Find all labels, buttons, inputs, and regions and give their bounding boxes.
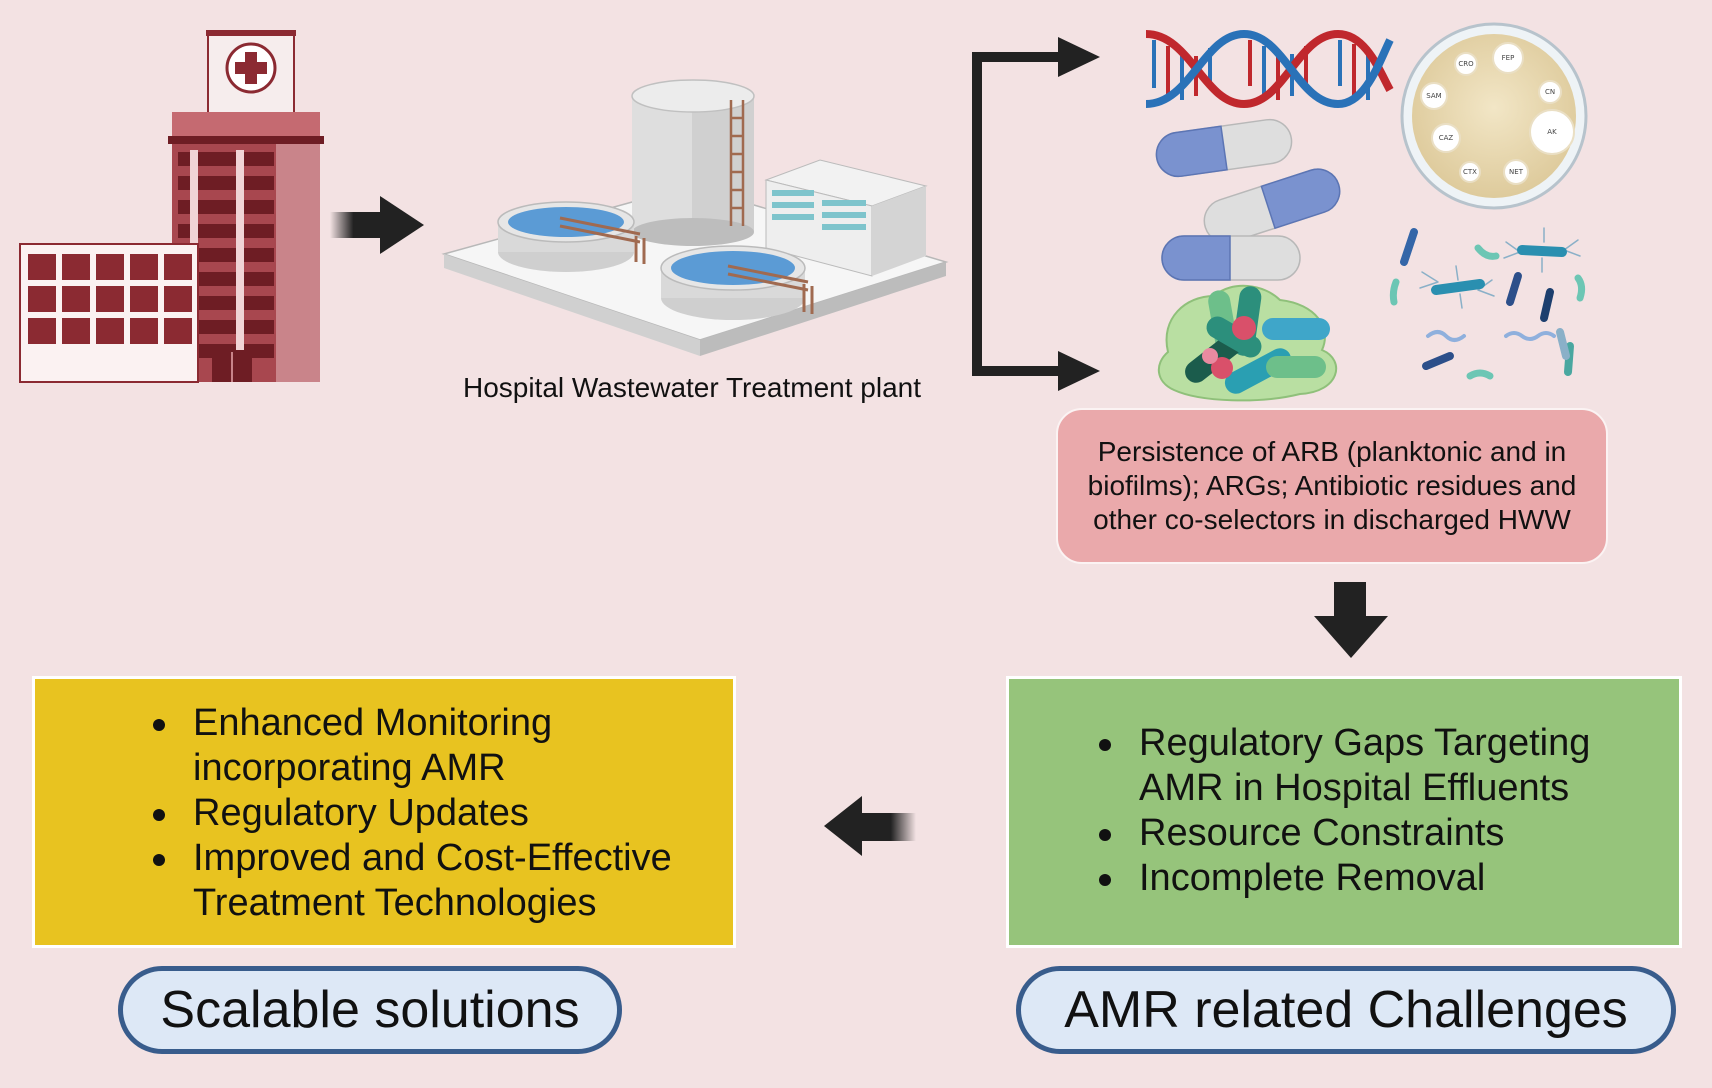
disc-label: CAZ bbox=[1439, 134, 1454, 142]
disc-label: AK bbox=[1547, 128, 1557, 136]
solutions-box: Enhanced Monitoring incorporating AMR Re… bbox=[32, 676, 736, 948]
treatment-plant-icon bbox=[441, 79, 949, 356]
disc-label: SAM bbox=[1426, 92, 1441, 100]
disc-label: CRO bbox=[1458, 60, 1474, 68]
list-item: Regulatory Gaps Targeting AMR in Hospita… bbox=[1091, 721, 1671, 811]
disc-label: CN bbox=[1545, 88, 1555, 96]
challenges-title: AMR related Challenges bbox=[1016, 966, 1676, 1054]
persistence-box: Persistence of ARB (planktonic and in bi… bbox=[1056, 408, 1608, 564]
solutions-title: Scalable solutions bbox=[118, 966, 622, 1054]
list-item: Resource Constraints bbox=[1091, 811, 1671, 856]
arrow-hospital-to-plant bbox=[330, 196, 424, 254]
challenges-box: Regulatory Gaps Targeting AMR in Hospita… bbox=[1006, 676, 1682, 948]
list-item: Regulatory Updates bbox=[145, 791, 725, 836]
list-item: Enhanced Monitoring incorporating AMR bbox=[145, 701, 725, 791]
list-item: Incomplete Removal bbox=[1091, 856, 1671, 901]
list-item: Improved and Cost-Effective Treatment Te… bbox=[145, 836, 725, 926]
solutions-list: Enhanced Monitoring incorporating AMR Re… bbox=[145, 701, 725, 926]
hospital-icon bbox=[19, 30, 324, 383]
antibiotic-capsules-icon bbox=[1155, 118, 1341, 281]
petri-dish-icon: CRO FEP SAM CN CAZ AK CTX NET bbox=[1400, 22, 1588, 210]
challenges-list: Regulatory Gaps Targeting AMR in Hospita… bbox=[1091, 721, 1671, 901]
persistence-text: Persistence of ARB (planktonic and in bi… bbox=[1087, 436, 1577, 535]
split-arrow bbox=[972, 37, 1100, 391]
biofilm-icon bbox=[1158, 284, 1338, 402]
arrow-left bbox=[824, 796, 916, 856]
planktonic-bacteria-icon bbox=[1389, 227, 1586, 380]
disc-label: NET bbox=[1509, 168, 1524, 176]
plant-caption: Hospital Wastewater Treatment plant bbox=[462, 372, 922, 403]
disc-label: FEP bbox=[1502, 54, 1515, 62]
dna-icon bbox=[1145, 29, 1394, 109]
arrow-down bbox=[1314, 582, 1388, 658]
disc-label: CTX bbox=[1463, 168, 1477, 176]
